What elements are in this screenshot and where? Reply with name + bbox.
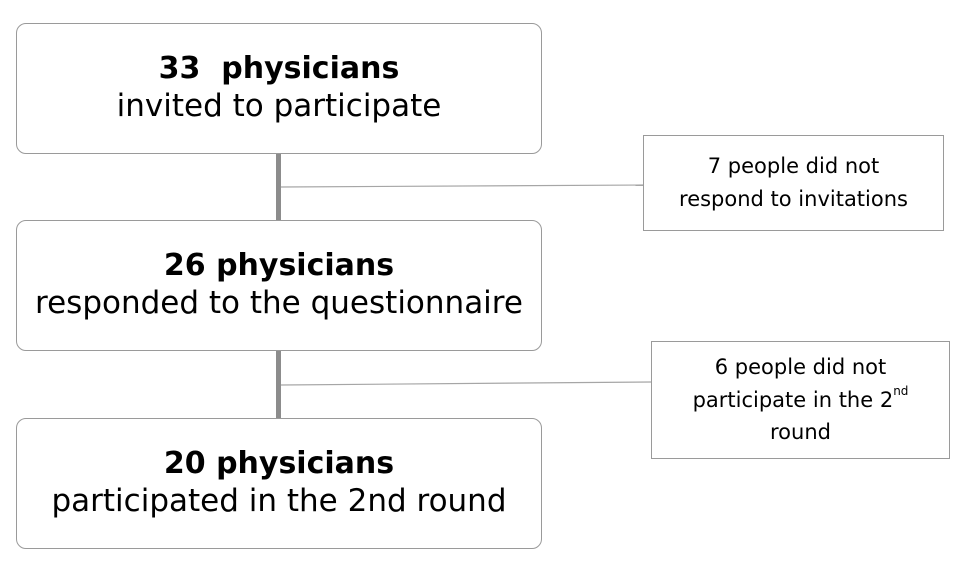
stage-box-invited: 33 physicians invited to participate <box>16 23 542 154</box>
stage-count: 20 physicians <box>163 446 395 482</box>
stage-box-participated: 20 physicians participated in the 2nd ro… <box>16 418 542 549</box>
note-line-with-superscript: participate in the 2nd <box>693 384 909 417</box>
stage-count: 26 physicians <box>163 248 395 284</box>
branch-line-1 <box>280 184 644 188</box>
note-line-text: participate in the 2 <box>692 387 894 412</box>
note-line: round <box>770 420 831 445</box>
exclusion-note-no-participation: 6 people did not participate in the 2nd … <box>651 341 950 459</box>
connector-2-to-3 <box>276 351 281 418</box>
stage-description: responded to the questionnaire <box>35 284 523 321</box>
stage-count: 33 physicians <box>158 51 400 87</box>
note-line: 6 people did not <box>714 355 887 380</box>
stage-description: participated in the 2nd round <box>51 482 507 519</box>
stage-description: invited to participate <box>116 87 442 124</box>
stage-box-responded: 26 physicians responded to the questionn… <box>16 220 542 351</box>
exclusion-note-no-response: 7 people did not respond to invitations <box>643 135 944 231</box>
ordinal-superscript: nd <box>893 383 909 398</box>
connector-1-to-2 <box>276 154 281 220</box>
note-line: 7 people did not <box>707 154 880 179</box>
note-line: respond to invitations <box>679 187 908 211</box>
branch-line-2 <box>280 381 652 386</box>
